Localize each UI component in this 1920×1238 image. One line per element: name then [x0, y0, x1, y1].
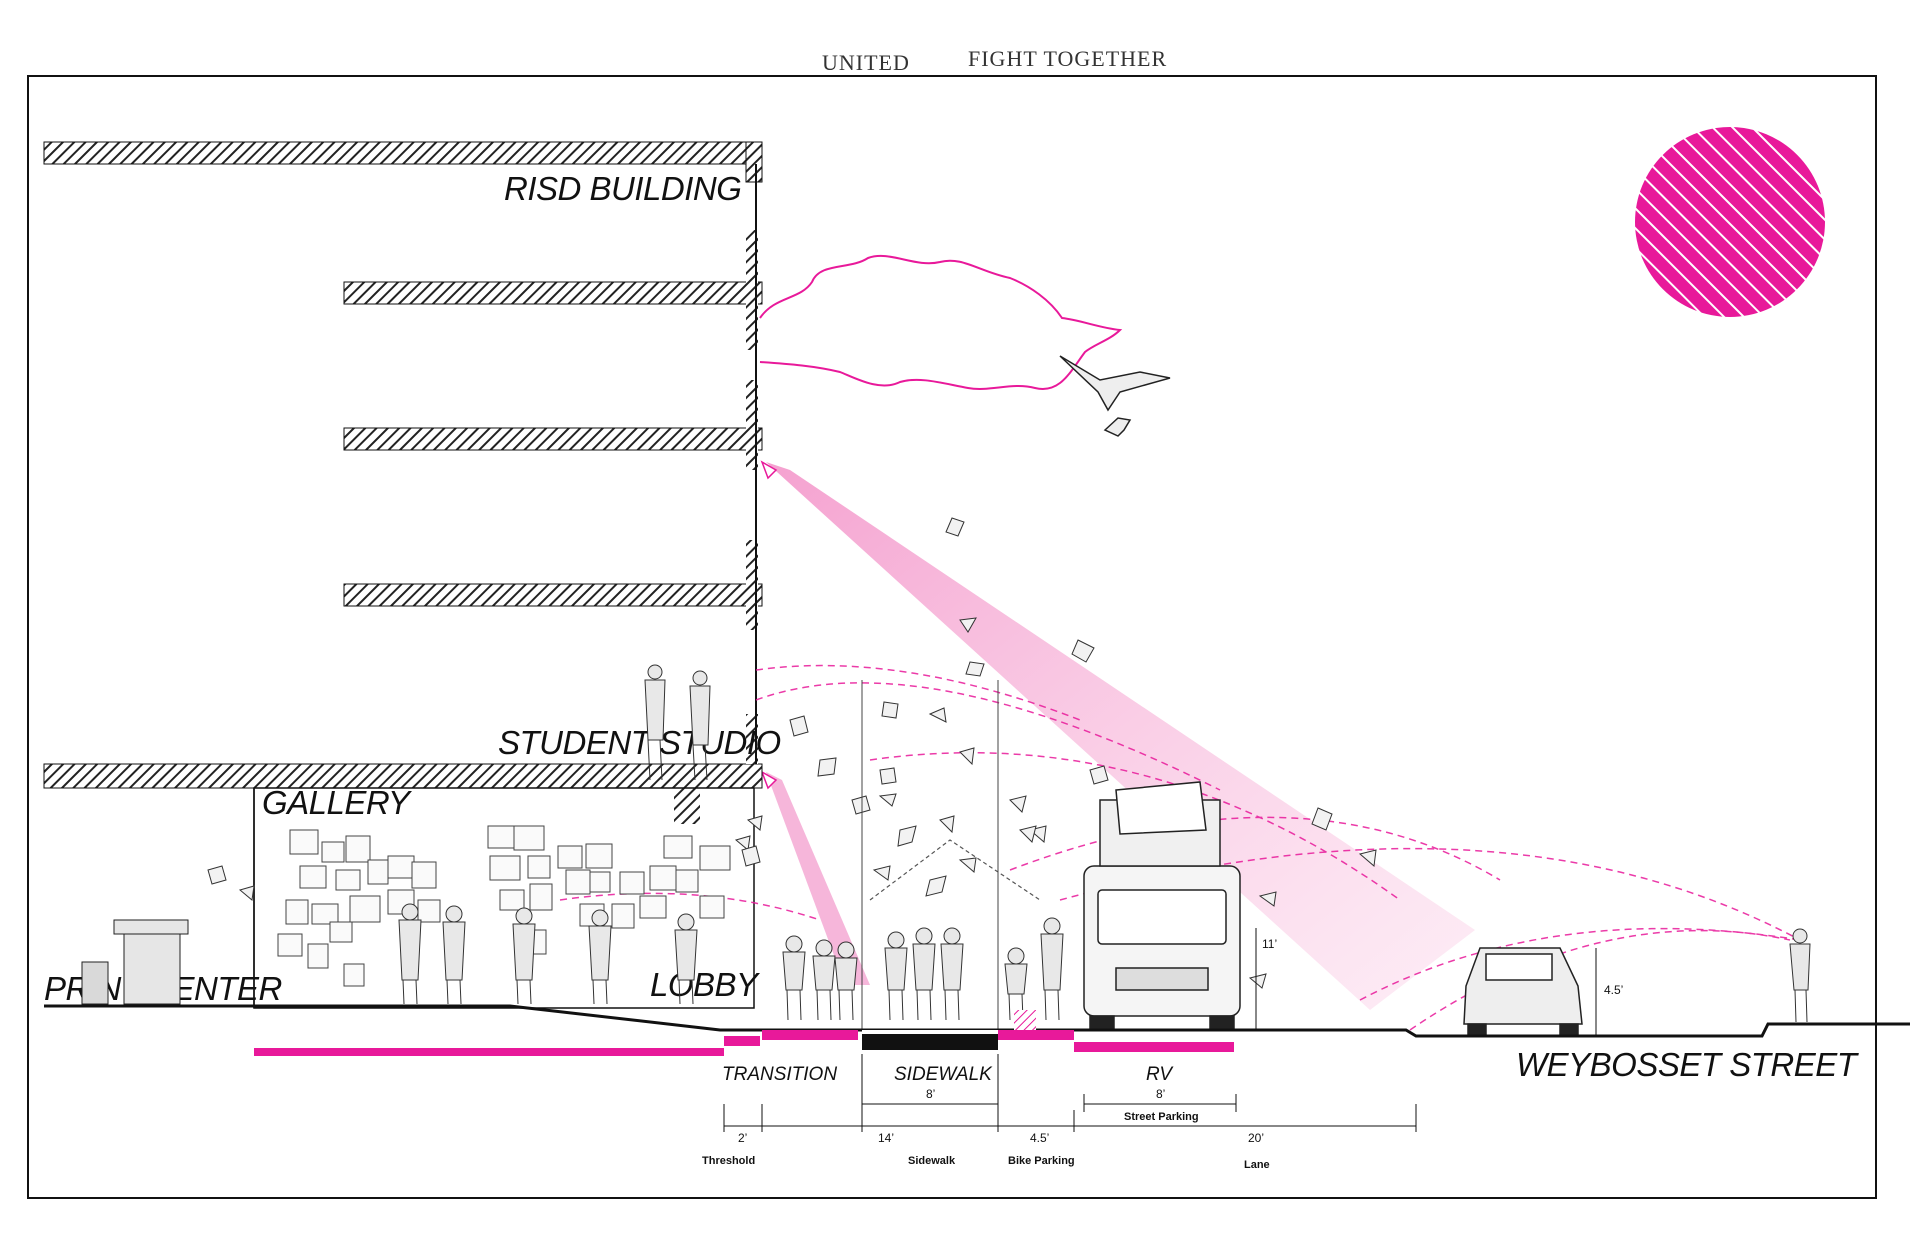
gallery-posters [277, 825, 731, 987]
facade-column-top [745, 141, 763, 183]
person-figure [512, 907, 536, 1005]
person-figure [442, 905, 466, 1005]
car-vehicle [1463, 947, 1583, 1035]
bike-rack-hatch [1014, 1010, 1036, 1030]
printer-icon [81, 919, 189, 1005]
person-figure [812, 939, 836, 1021]
person-figure [644, 664, 666, 781]
gallery-column [674, 788, 700, 824]
person-figure [674, 913, 698, 1005]
person-figure [940, 927, 964, 1021]
sun-icon [1635, 127, 1825, 317]
car-height-label: 4.5’ [1604, 983, 1623, 997]
person-figure [782, 935, 806, 1021]
person-figure [834, 941, 858, 1021]
dim-threshold-label: Threshold [702, 1155, 755, 1167]
headline-united: UNITED [822, 50, 910, 75]
zone-bar-rv [1074, 1042, 1234, 1052]
crowd-figures [398, 664, 1811, 1023]
headline-fight-together: FIGHT TOGETHER [968, 46, 1167, 71]
person-figure [884, 931, 908, 1021]
zone-label-transition: TRANSITION [722, 1064, 837, 1085]
label-lobby: LOBBY [650, 966, 760, 1003]
seagull-icon [1059, 355, 1171, 437]
dim-sidewalk-label: Sidewalk [908, 1155, 956, 1167]
person-figure [1004, 947, 1028, 1021]
floor-slab-4 [343, 427, 763, 451]
dim-rv-width-value: 8’ [1156, 1087, 1165, 1101]
rv-height-label: 11’ [1262, 937, 1277, 951]
tent-outline [869, 839, 1041, 901]
person-figure [398, 903, 422, 1005]
person-figure [588, 909, 612, 1005]
label-risd-building: RISD BUILDING [504, 170, 741, 207]
dim-threshold-value: 2’ [738, 1131, 747, 1145]
zone-bar-interior [254, 1048, 724, 1056]
dim-rv-street-parking: Street Parking [1124, 1111, 1199, 1123]
zone-bar-threshold [724, 1036, 760, 1046]
floor-slab-3 [343, 583, 763, 607]
zone-bar-sidewalk [862, 1030, 998, 1050]
person-figure [1040, 917, 1064, 1021]
drawing-frame [27, 75, 1877, 1199]
person-figure [689, 670, 711, 781]
cloud-icon [759, 254, 1123, 390]
dim-sidewalk-width-value: 8’ [926, 1087, 935, 1101]
dim-bike-value: 4.5’ [1030, 1131, 1049, 1145]
zone-bar-transition [762, 1030, 858, 1040]
dim-chain-ticks [723, 1104, 1417, 1132]
flying-papers [207, 517, 1377, 989]
person-figure [1789, 928, 1811, 1023]
roof-slab [43, 141, 763, 165]
rv-vehicle [1083, 781, 1241, 1031]
person-figure [912, 927, 936, 1021]
dim-bike-label: Bike Parking [1008, 1155, 1075, 1167]
dim-sidewalk-value: 14’ [878, 1131, 894, 1145]
label-student-studio: STUDENT STUDIO [498, 724, 781, 761]
zone-label-rv: RV [1146, 1064, 1174, 1085]
zone-bar-sidewalk-top [862, 1030, 998, 1034]
dim-lane-label: Lane [1244, 1159, 1270, 1171]
label-gallery: GALLERY [262, 784, 412, 821]
floor-slab-5 [343, 281, 763, 305]
projection-emitter-lower [760, 770, 778, 790]
projection-emitter-upper [760, 460, 778, 480]
floor-slab-2 [43, 763, 763, 789]
street-name-label: WEYBOSSET STREET [1516, 1046, 1860, 1083]
projection-beam-lower [766, 772, 870, 985]
zone-label-sidewalk: SIDEWALK [894, 1064, 993, 1085]
zone-bar-bike [998, 1030, 1074, 1040]
dim-lane-value: 20’ [1248, 1131, 1264, 1145]
projection-beam-upper [766, 462, 1475, 1010]
ground-line [44, 1004, 1910, 1038]
